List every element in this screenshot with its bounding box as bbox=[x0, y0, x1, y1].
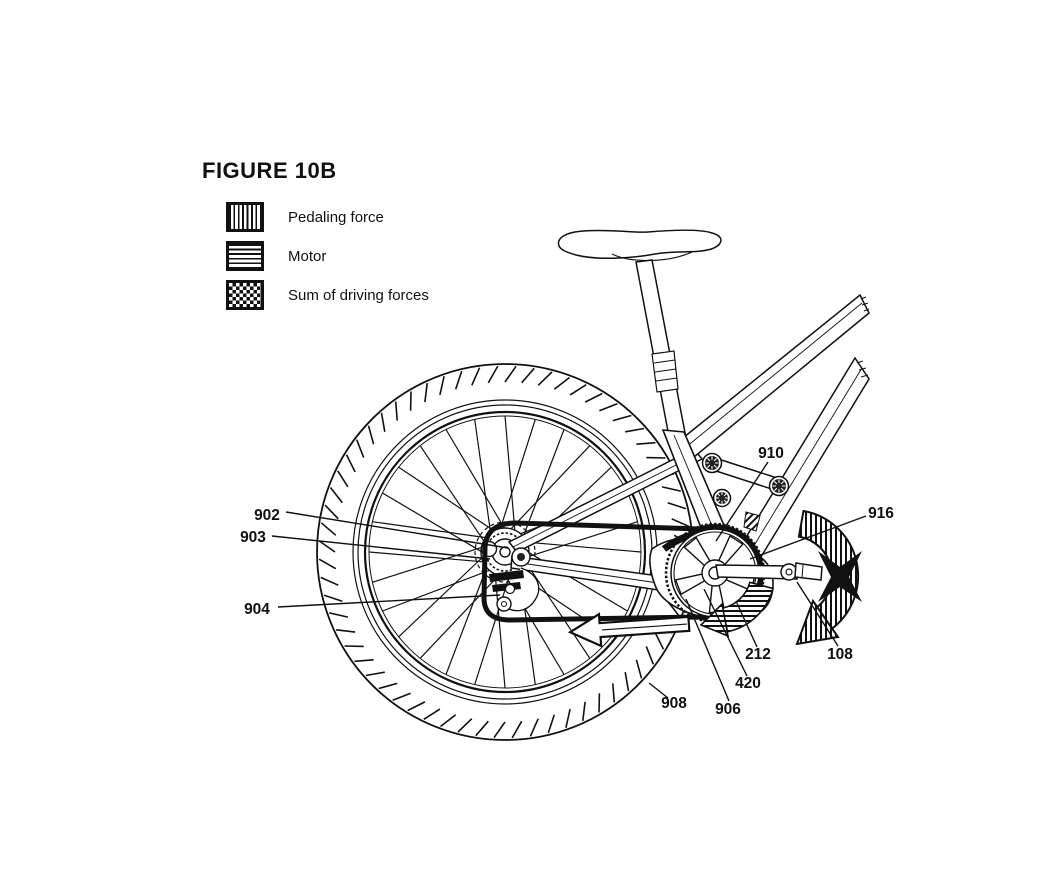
jockey-wheel-bolt bbox=[501, 601, 507, 607]
cassette-lockring-center bbox=[517, 553, 525, 561]
derailleur-body bbox=[489, 570, 524, 582]
top-tube-cut-hatch bbox=[860, 296, 870, 312]
down-tube-cut-hatch bbox=[856, 360, 869, 378]
reference-numerals: 902 903 904 908 906 420 212 108 916 910 bbox=[240, 445, 894, 718]
leader-902 bbox=[285, 511, 509, 549]
ref-label-906: 906 bbox=[715, 701, 741, 718]
chain-stay-detail-line bbox=[513, 561, 673, 586]
vertical-hatch-swatch-icon bbox=[226, 202, 264, 232]
hub-axle bbox=[499, 546, 511, 558]
leader-904 bbox=[277, 594, 501, 608]
motor-torque-arrowhead bbox=[699, 602, 730, 638]
legend-item-motor: Motor bbox=[226, 241, 429, 271]
pedal bbox=[794, 562, 823, 581]
ref-label-910: 910 bbox=[758, 445, 784, 462]
saddle bbox=[557, 229, 722, 260]
chainring-assembly bbox=[664, 522, 823, 624]
leader-908 bbox=[648, 682, 669, 699]
pedal-cross-marker bbox=[818, 551, 862, 602]
frame-hatch-detail bbox=[743, 511, 761, 532]
pivot-bolt bbox=[768, 475, 790, 497]
leader-420 bbox=[703, 588, 748, 677]
pedal-spindle-center bbox=[785, 568, 793, 576]
legend-item-sum-of-driving-forces: Sum of driving forces bbox=[226, 280, 429, 310]
seat-post-collar bbox=[651, 350, 679, 393]
top-tube-detail-line bbox=[679, 302, 863, 453]
pedaling-force-arrowhead bbox=[795, 598, 840, 646]
pivot-bolt bbox=[712, 488, 732, 508]
leader-212 bbox=[735, 600, 758, 648]
rear-derailleur bbox=[480, 540, 540, 612]
leader-lines bbox=[271, 461, 867, 702]
ref-label-908: 908 bbox=[661, 695, 687, 712]
leader-910 bbox=[715, 461, 769, 542]
pedal-detail-line bbox=[801, 564, 804, 579]
legend-label-sum-of-driving-forces: Sum of driving forces bbox=[288, 286, 429, 304]
horizontal-hatch-swatch-icon bbox=[226, 241, 264, 271]
legend: Pedaling force Motor Sum of driving forc… bbox=[226, 202, 429, 310]
upper-jockey-wheel bbox=[504, 583, 516, 595]
leader-108 bbox=[796, 581, 839, 647]
seat-stay-detail-line bbox=[512, 453, 699, 548]
checkerboard-swatch-icon bbox=[226, 280, 264, 310]
seat-post bbox=[635, 259, 687, 443]
down-tube-detail-line bbox=[743, 367, 863, 563]
ref-label-916: 916 bbox=[868, 505, 894, 522]
ref-label-212: 212 bbox=[745, 646, 771, 663]
rear-wheel bbox=[316, 363, 694, 741]
ref-label-903: 903 bbox=[240, 529, 266, 546]
lower-jockey-wheel bbox=[496, 596, 512, 612]
legend-label-motor: Motor bbox=[288, 247, 327, 265]
ref-label-902: 902 bbox=[254, 507, 280, 524]
ref-label-108: 108 bbox=[827, 646, 853, 663]
crank-arm bbox=[715, 564, 799, 580]
ref-label-904: 904 bbox=[244, 601, 270, 618]
leader-916 bbox=[749, 515, 867, 560]
figure-title: FIGURE 10B bbox=[202, 158, 337, 183]
leader-903 bbox=[271, 535, 491, 560]
pivot-bolt bbox=[701, 452, 723, 474]
ref-label-420: 420 bbox=[735, 675, 761, 692]
leader-906 bbox=[685, 598, 730, 702]
legend-item-pedaling-force: Pedaling force bbox=[226, 202, 429, 232]
chain-direction-arrow bbox=[567, 612, 691, 648]
seat-post-collar-lines bbox=[653, 359, 678, 382]
top-tube bbox=[671, 293, 870, 464]
legend-label-pedaling-force: Pedaling force bbox=[288, 208, 384, 226]
rim bbox=[363, 410, 647, 694]
